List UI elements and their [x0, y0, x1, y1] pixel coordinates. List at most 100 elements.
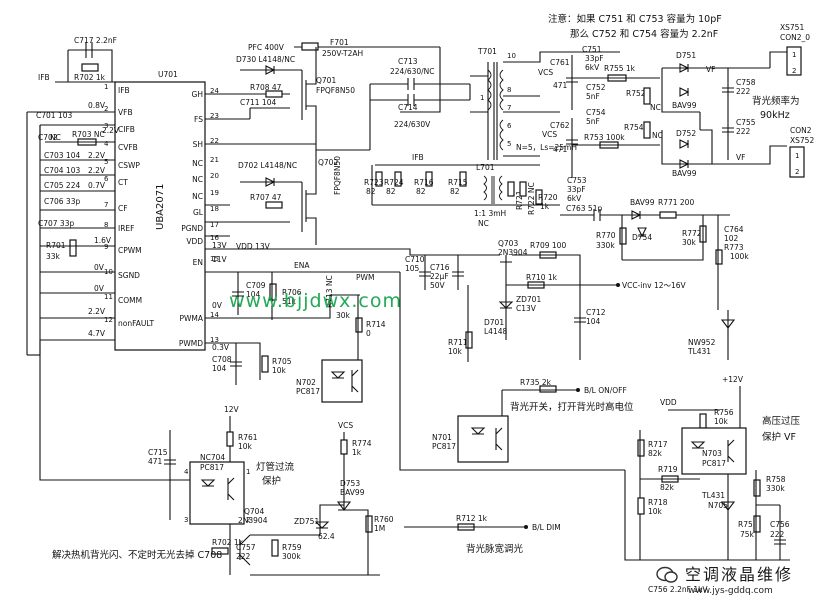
- q704-label: Q704: [244, 507, 264, 516]
- r757-label: R757: [738, 520, 758, 529]
- ic-pin-label: IFB: [118, 86, 130, 95]
- ic-pin-number: 14: [210, 311, 219, 319]
- pwm-label: PWM: [356, 273, 374, 282]
- r713-value: 30k: [336, 311, 351, 320]
- v12-label: +12V: [722, 375, 744, 384]
- ic-pin-number: 3: [104, 122, 108, 130]
- r774-value: 1k: [352, 448, 362, 457]
- c758-label: C758: [736, 78, 756, 87]
- d753-value: BAV99: [340, 488, 365, 497]
- r752-label: R752: [626, 89, 646, 98]
- r760-label: R760: [374, 515, 394, 524]
- q702-label: Q702: [318, 158, 338, 167]
- bl-freq-value: 90kHz: [760, 110, 790, 121]
- xs752-label: XS752: [790, 136, 814, 145]
- r712-label: R712 1k: [456, 514, 488, 523]
- ic-pin-label: IREF: [118, 224, 134, 233]
- c757-value: 222: [236, 552, 251, 561]
- r710-label: R710 1k: [526, 273, 558, 282]
- r714-label: R714: [366, 320, 386, 329]
- ic-pin-label: COMM: [118, 296, 142, 305]
- t701-label: T701: [477, 47, 497, 56]
- zd751-label: ZD751: [294, 517, 319, 526]
- ic-pin-number: 11: [104, 293, 113, 301]
- r716-label: R716: [414, 178, 434, 187]
- vf-a: VF: [706, 65, 715, 74]
- nc704-pin4: 4: [184, 468, 189, 476]
- c716-v1: 22μF: [430, 272, 449, 281]
- con-b-pin1: 1: [795, 152, 799, 160]
- v22-d: 2.2V: [88, 307, 106, 316]
- c712-label: C712: [586, 308, 606, 317]
- r757-value: 75k: [740, 530, 755, 539]
- nc704-pin2: 2: [246, 516, 250, 524]
- r717-label: R717: [648, 440, 668, 449]
- xs751-label: XS751: [780, 23, 804, 32]
- n701-label: N701: [432, 433, 452, 442]
- d751-label: D751: [676, 51, 696, 60]
- r773-value: 100k: [730, 252, 749, 261]
- v12b-label: 12V: [224, 405, 240, 414]
- ic-pin-number: 20: [210, 172, 219, 180]
- t-pin8: 8: [507, 86, 511, 94]
- vcs-label: VCS: [538, 68, 553, 77]
- c705-label: C705 224: [44, 181, 80, 190]
- r715-value: 82: [450, 187, 460, 196]
- c761-value: 471: [553, 81, 568, 90]
- r720-label: R720: [538, 193, 558, 202]
- ic-pin-label: SGND: [118, 271, 140, 280]
- r752-nc: NC: [650, 103, 661, 112]
- ic-pin-number: 24: [210, 87, 219, 95]
- ic-pin-number: 12: [104, 316, 113, 324]
- c751-v1: 33pF: [585, 54, 604, 63]
- ic-pin-label: VDD: [186, 237, 203, 246]
- nc704-label: NC704: [200, 453, 225, 462]
- ic-pin-number: 16: [210, 234, 219, 242]
- v07-label: 0.7V: [88, 181, 106, 190]
- d752-label: D752: [676, 129, 696, 138]
- c753-v1: 33pF: [567, 185, 586, 194]
- q701-part: FPQF8N50: [316, 86, 355, 95]
- bl-dim-terminal: [524, 525, 528, 529]
- v22-c: 2.2V: [88, 166, 106, 175]
- r724-label: R724: [384, 178, 404, 187]
- r719-label: R719: [658, 465, 678, 474]
- ic-pin-label: PWMA: [179, 314, 203, 323]
- c701-label: C701 103: [36, 111, 72, 120]
- c755-value: 222: [736, 127, 751, 136]
- c758-value: 222: [736, 87, 751, 96]
- chat-bubble-icon: [656, 566, 678, 583]
- ic-pin-label: CF: [118, 204, 128, 213]
- bl-pwm-note: 背光脉宽调光: [466, 543, 524, 555]
- c716-label: C716: [430, 263, 450, 272]
- ratio-label: 1:1 3mH: [474, 209, 506, 218]
- r761-value: 10k: [238, 442, 253, 451]
- c717-label: C717 2.2nF: [74, 36, 117, 45]
- bl-onoff-terminal: [576, 388, 580, 392]
- ic-pin-number: 5: [104, 158, 108, 166]
- c710-value: 105: [405, 264, 420, 273]
- n701-part: PC817: [432, 442, 456, 451]
- ic-pin-label: PWMD: [179, 339, 203, 348]
- c751-label: C751: [582, 45, 602, 54]
- n702-label: N702: [296, 378, 316, 387]
- c712-value: 104: [586, 317, 601, 326]
- f701-label: F701: [330, 38, 349, 47]
- c764-value: 102: [724, 234, 739, 243]
- r709-label: R709 100: [530, 241, 566, 250]
- note-line1: 注意：如果 C751 和 C753 容量为 10pF: [548, 13, 722, 25]
- ic-pin-label: CVFB: [118, 143, 138, 152]
- r735-label: R735 2k: [520, 378, 552, 387]
- d753-label: D753: [340, 479, 360, 488]
- c714-label: C714: [398, 103, 418, 112]
- uba2071-ic: [114, 81, 206, 351]
- r772-label: R772: [682, 229, 702, 238]
- watermark: www.bjjdwx.com: [229, 290, 402, 312]
- r701-value: 33k: [46, 252, 61, 261]
- n-ratio: N=5，Ls=25mH: [516, 143, 577, 152]
- ic-pin-number: 1: [104, 83, 108, 91]
- d702-label: D702 L4148/NC: [238, 161, 297, 170]
- ic-pin-number: 7: [104, 201, 108, 209]
